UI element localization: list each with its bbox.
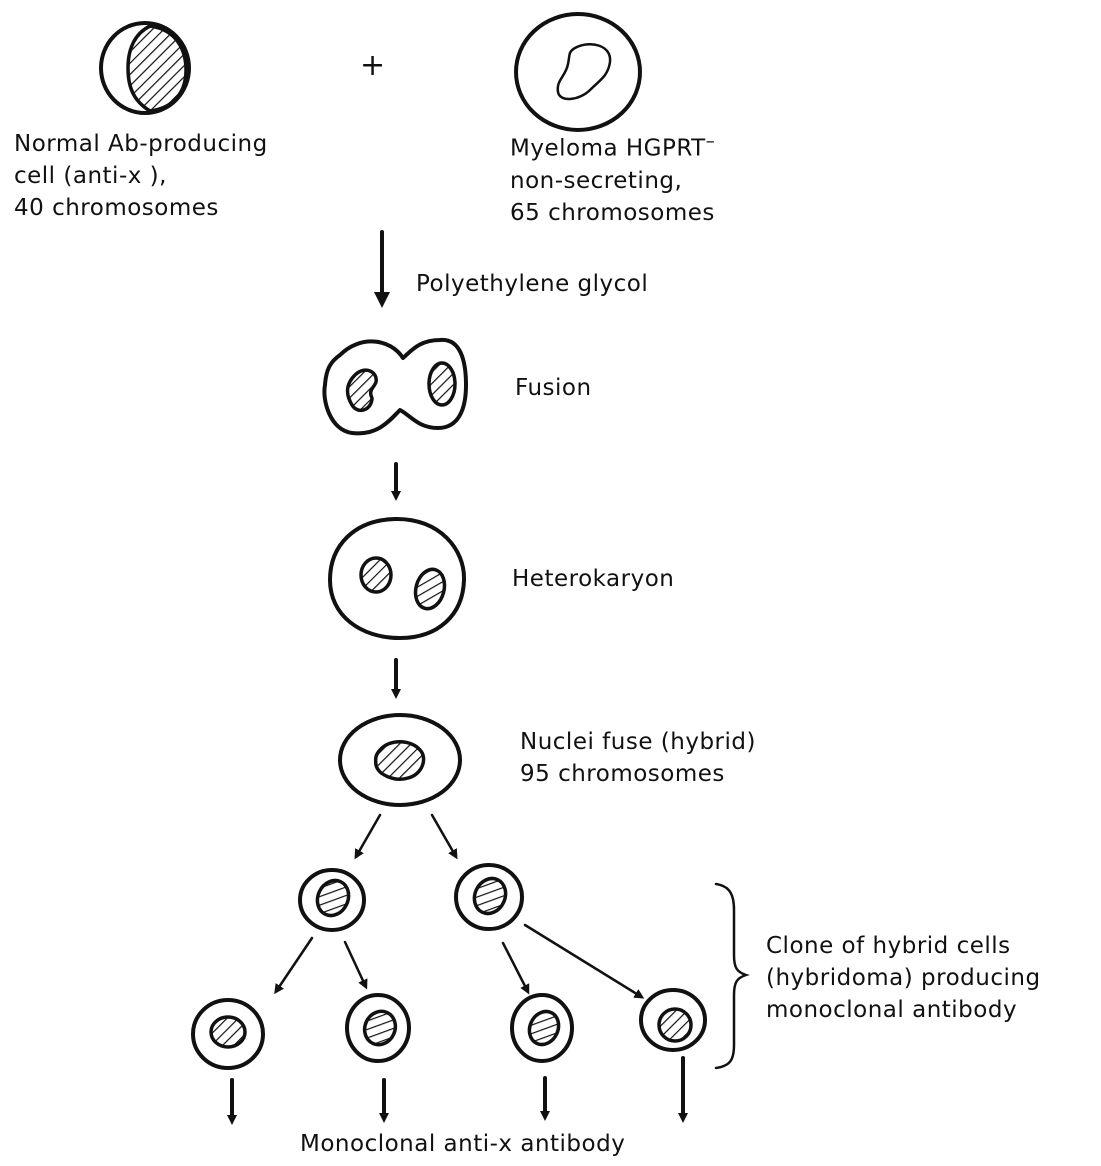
myeloma-line-1-text: Myeloma HGPRT: [510, 136, 706, 162]
split-arrow-1b: [345, 942, 365, 985]
hgprt-minus: –: [706, 131, 716, 152]
clone-line-3: monoclonal antibody: [766, 994, 1041, 1026]
clone-cell-1: [193, 1000, 263, 1068]
heterokaryon-cell: [330, 519, 464, 638]
normal-cell-line-2: cell (anti-x ),: [14, 160, 268, 192]
hybrid-label: Nuclei fuse (hybrid) 95 chromosomes: [520, 726, 756, 790]
hybrid-cell: [340, 715, 460, 805]
clone-line-2: (hybridoma) producing: [766, 962, 1041, 994]
split-arrow-1a: [277, 938, 312, 990]
split-arrow-2b: [525, 925, 640, 996]
myeloma-cell-line-2: non-secreting,: [510, 165, 715, 197]
normal-cell-label: Normal Ab-producing cell (anti-x ), 40 c…: [14, 128, 268, 224]
result-label: Monoclonal anti-x antibody: [300, 1128, 625, 1160]
fusion-cell: [324, 340, 466, 433]
normal-cell-line-1: Normal Ab-producing: [14, 128, 268, 160]
plus-sign: +: [360, 50, 386, 82]
hybrid-line-1: Nuclei fuse (hybrid): [520, 726, 756, 758]
clone-cell-4: [641, 990, 705, 1050]
normal-cell-line-3: 40 chromosomes: [14, 192, 268, 224]
peg-label: Polyethylene glycol: [416, 268, 648, 300]
split-arrow-right: [432, 815, 455, 855]
myeloma-cell-line-1: Myeloma HGPRT–: [510, 126, 715, 165]
hybrid-line-2: 95 chromosomes: [520, 758, 756, 790]
heterokaryon-label: Heterokaryon: [512, 563, 674, 595]
normal-cell: [101, 23, 189, 113]
clone-label: Clone of hybrid cells (hybridoma) produc…: [766, 930, 1041, 1026]
myeloma-cell-line-3: 65 chromosomes: [510, 197, 715, 229]
myeloma-cell-label: Myeloma HGPRT– non-secreting, 65 chromos…: [510, 126, 715, 229]
clone-cell-3: [512, 995, 572, 1061]
clone-cell-2: [347, 995, 409, 1061]
clone-bracket: [716, 884, 746, 1068]
split-arrow-left: [357, 815, 380, 855]
split-arrow-2a: [503, 943, 527, 990]
clone-line-1: Clone of hybrid cells: [766, 930, 1041, 962]
fusion-label: Fusion: [515, 372, 592, 404]
daughter-cell-2: [456, 865, 522, 929]
myeloma-cell: [516, 14, 640, 130]
daughter-cell-1: [300, 870, 364, 930]
